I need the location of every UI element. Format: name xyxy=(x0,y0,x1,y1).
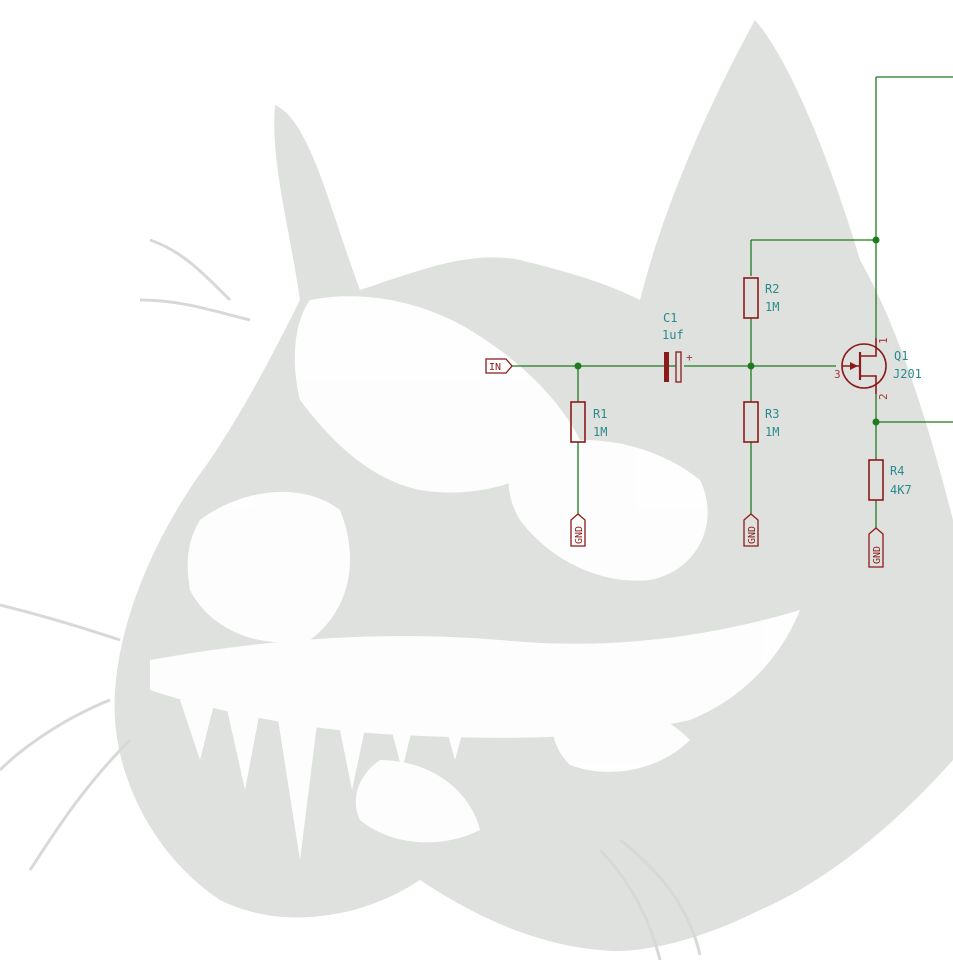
transistor-drain-lead xyxy=(860,338,877,357)
jfet-q1[interactable]: 1 2 3 Q1 J201 xyxy=(834,337,922,400)
junctions xyxy=(574,236,880,426)
q1-ref: Q1 xyxy=(894,349,908,363)
q1-pin-source: 2 xyxy=(877,393,890,400)
gnd-port-r3[interactable]: GND xyxy=(743,513,759,547)
r2-ref: R2 xyxy=(765,282,779,296)
r2-value: 1M xyxy=(765,300,779,314)
resistor-r3[interactable]: R3 1M xyxy=(743,401,779,443)
r1-ref: R1 xyxy=(593,407,607,421)
r3-ref: R3 xyxy=(765,407,779,421)
gnd-label: GND xyxy=(872,546,883,564)
wires xyxy=(511,76,953,528)
resistor-r2[interactable]: R2 1M xyxy=(743,277,779,319)
capacitor-c1[interactable]: + C1 1uf xyxy=(662,311,693,383)
resistor-r1[interactable]: R1 1M xyxy=(570,401,607,443)
resistor-body xyxy=(570,401,586,443)
gnd-label: GND xyxy=(574,526,585,544)
gnd-port-r1[interactable]: GND xyxy=(570,513,586,547)
r3-value: 1M xyxy=(765,425,779,439)
n-channel-arrow-icon xyxy=(850,362,858,370)
resistor-body xyxy=(868,459,884,501)
c1-value: 1uf xyxy=(662,328,684,342)
q1-value: J201 xyxy=(893,367,922,381)
capacitor-plate-polarized xyxy=(675,351,682,383)
junction-dot xyxy=(872,236,880,244)
r4-value: 4K7 xyxy=(890,483,912,497)
resistor-r4[interactable]: R4 4K7 xyxy=(868,459,912,501)
input-port[interactable]: IN xyxy=(485,358,513,374)
junction-dot xyxy=(574,362,582,370)
junction-dot xyxy=(872,418,880,426)
gnd-label: GND xyxy=(747,526,758,544)
resistor-body xyxy=(743,401,759,443)
capacitor-plate xyxy=(664,352,669,382)
cat-skull-illustration xyxy=(0,20,953,961)
gnd-port-r4[interactable]: GND xyxy=(868,527,884,568)
r4-ref: R4 xyxy=(890,464,904,478)
c1-ref: C1 xyxy=(663,311,677,325)
junction-dot xyxy=(747,362,755,370)
r1-value: 1M xyxy=(593,425,607,439)
transistor-source-lead xyxy=(860,375,877,394)
q1-pin-drain: 1 xyxy=(877,337,890,344)
input-port-label: IN xyxy=(489,362,501,373)
resistor-body xyxy=(743,277,759,319)
capacitor-polarity: + xyxy=(686,351,693,364)
q1-pin-gate: 3 xyxy=(834,368,841,381)
